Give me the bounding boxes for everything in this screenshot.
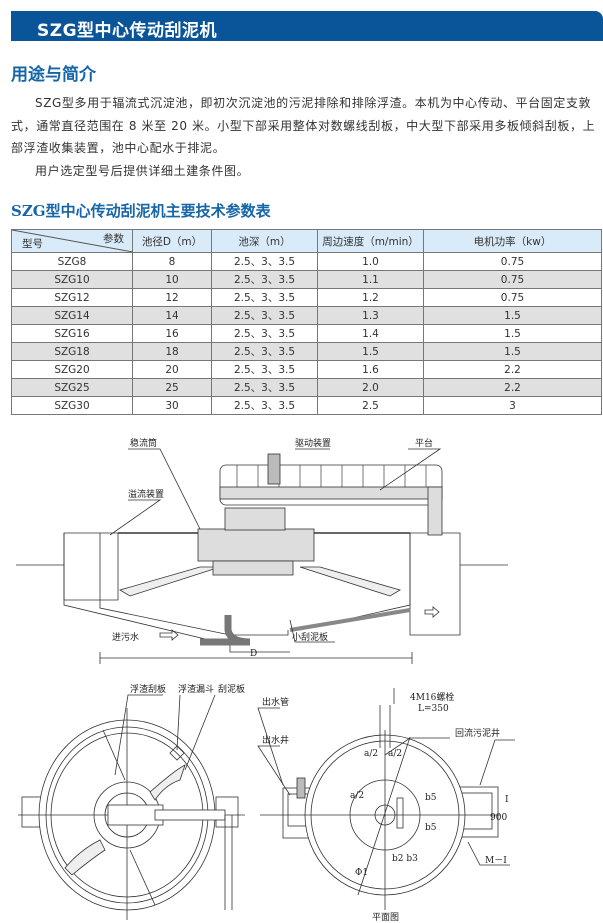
label-stilling-well: 稳流筒: [130, 437, 157, 449]
table-cell: 2.5、3、3.5: [211, 360, 318, 379]
table-cell: 2.5、3、3.5: [211, 342, 318, 361]
column-header: 周边速度（m/min）: [317, 229, 424, 253]
column-header: 池深（m）: [211, 229, 318, 253]
corner-top-label: 参数: [103, 233, 124, 245]
intro-note: 用户选定型号后提供详细土建条件图。: [35, 164, 250, 178]
table-cell: 20: [132, 360, 212, 379]
label-platform: 平台: [415, 437, 433, 449]
table-cell: 1.6: [317, 360, 424, 379]
table-cell: 8: [132, 252, 212, 271]
table-cell: 0.75: [423, 270, 602, 289]
table-cell: SZG30: [11, 396, 133, 415]
label-bolts: 4M16螺栓: [410, 691, 454, 703]
table-cell: 2.5、3、3.5: [211, 270, 318, 289]
title-bar: SZG型中心传动刮泥机: [11, 11, 603, 41]
corner-bottom-label: 型号: [22, 238, 43, 250]
table-cell: 2.5、3、3.5: [211, 324, 318, 343]
table-cell: 2.0: [317, 378, 424, 397]
label-b5-bottom: b5: [425, 823, 437, 833]
label-a2-right: a/2: [388, 749, 402, 759]
table-cell: SZG25: [11, 378, 133, 397]
table-cell: 3: [423, 396, 602, 415]
plan-views-drawing: 浮渣刮板 浮渣漏斗 刮泥板 4M16螺栓 L=350 出水管 出水井 回流污泥井…: [18, 683, 515, 923]
table-cell: 0.75: [423, 288, 602, 307]
label-small-scraper: 小刮泥板: [292, 631, 328, 643]
label-drive: 驱动装置: [295, 437, 331, 449]
label-scum-scraper: 浮渣刮板: [130, 683, 166, 695]
table-cell: 1.5: [423, 306, 602, 325]
table-cell: 2.5: [317, 396, 424, 415]
column-header: 电机功率（kw）: [423, 229, 602, 253]
table-cell: SZG18: [11, 342, 133, 361]
table-cell: SZG20: [11, 360, 133, 379]
label-phi1: Φ1: [355, 868, 368, 878]
label-b2b3: b2 b3: [392, 854, 418, 864]
table-cell: 0.75: [423, 252, 602, 271]
table-cell: 1.5: [423, 342, 602, 361]
table-cell: 1.0: [317, 252, 424, 271]
table-cell: 2.5、3、3.5: [211, 396, 318, 415]
table-cell: 2.5、3、3.5: [211, 306, 318, 325]
table-cell: 2.5、3、3.5: [211, 288, 318, 307]
label-900: 900: [490, 813, 507, 823]
table-cell: 1.5: [317, 342, 424, 361]
spec-table: 参数 型号 池径D（m） 池深（m） 周边速度（m/min） 电机功率（kw） …: [11, 229, 602, 415]
label-return-well: 回流污泥井: [455, 727, 500, 739]
label-section: M－I: [485, 856, 507, 866]
table-cell: 30: [132, 396, 212, 415]
table-cell: SZG12: [11, 288, 133, 307]
table-cell: 1.1: [317, 270, 424, 289]
table-cell: 1.2: [317, 288, 424, 307]
intro-paragraph: SZG型多用于辐流式沉淀池，即初次沉淀池的污泥排除和排除浮渣。本机为中心传动、平…: [11, 96, 596, 155]
table-cell: 18: [132, 342, 212, 361]
label-outlet-well: 出水井: [262, 734, 289, 746]
label-scum-hopper: 浮渣漏斗: [178, 683, 214, 695]
label-sludge-scraper: 刮泥板: [218, 683, 245, 695]
table-cell: SZG14: [11, 306, 133, 325]
plan-caption: 平面图: [372, 912, 399, 923]
label-overflow: 溢流装置: [128, 488, 164, 500]
column-header: 池径D（m）: [132, 229, 212, 253]
label-outlet-pipe: 出水管: [262, 696, 289, 708]
table-cell: 12: [132, 288, 212, 307]
table-cell: 1.4: [317, 324, 424, 343]
table-heading: SZG型中心传动刮泥机主要技术参数表: [11, 202, 271, 220]
table-cell: 14: [132, 306, 212, 325]
label-a2-mid: a/2: [350, 791, 364, 801]
table-cell: 2.5、3、3.5: [211, 252, 318, 271]
label-diameter: D: [250, 649, 257, 659]
table-cell: 1.5: [423, 324, 602, 343]
table-cell: 2.2: [423, 360, 602, 379]
label-section-mark: I: [505, 795, 509, 805]
label-a2-left: a/2: [364, 749, 378, 759]
table-cell: 2.2: [423, 378, 602, 397]
table-cell: SZG16: [11, 324, 133, 343]
diagonal-divider: [12, 230, 133, 252]
label-inlet: 进污水: [112, 631, 139, 643]
page-title: SZG型中心传动刮泥机: [37, 21, 218, 41]
table-cell: 16: [132, 324, 212, 343]
table-cell: 2.5、3、3.5: [211, 378, 318, 397]
table-cell: SZG10: [11, 270, 133, 289]
table-cell: 10: [132, 270, 212, 289]
table-cell: 1.3: [317, 306, 424, 325]
label-b5-top: b5: [425, 793, 437, 803]
table-cell: SZG8: [11, 252, 133, 271]
corner-header: 参数 型号: [11, 229, 133, 253]
intro-heading: 用途与简介: [11, 65, 96, 85]
section-view-drawing: 稳流筒 驱动装置 平台 溢流装置 进污水 小刮泥板 D: [16, 437, 508, 664]
table-cell: 25: [132, 378, 212, 397]
label-bolt-length: L=350: [418, 704, 449, 714]
